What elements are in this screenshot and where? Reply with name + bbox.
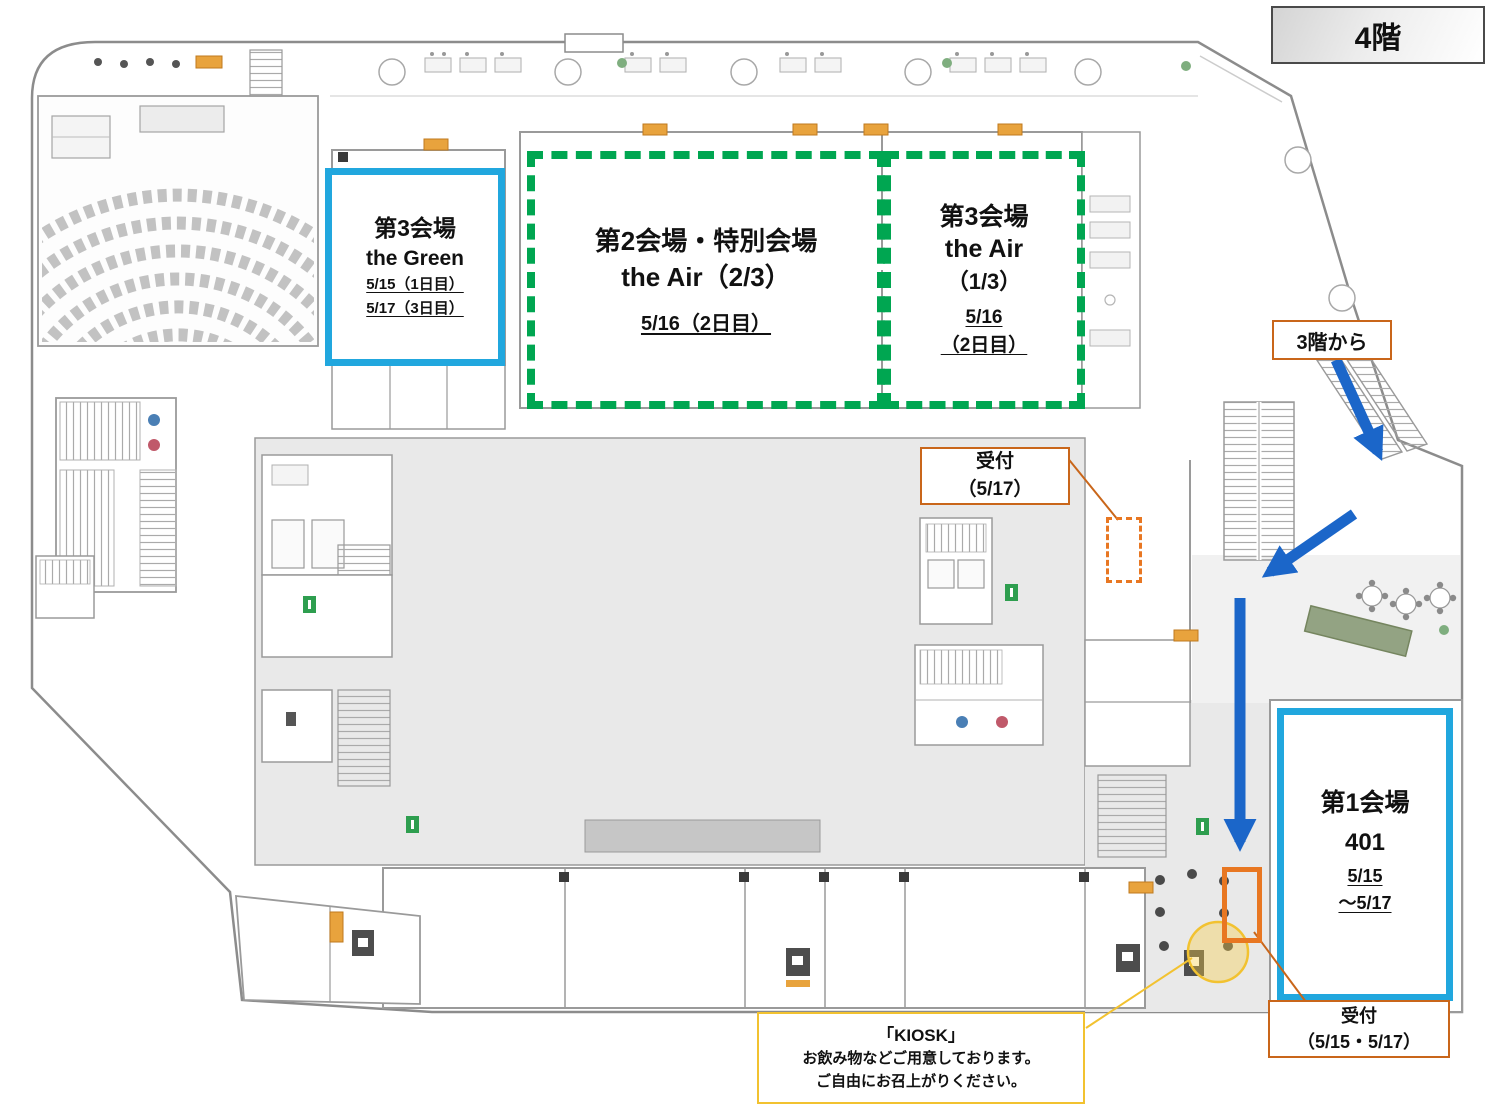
kiosk-title: 「KIOSK」 (877, 1025, 965, 1045)
venue-air-sub-day: （2日目） (940, 334, 1028, 356)
venue-green-hall: the Green (365, 247, 465, 270)
kiosk-line1: お飲み物などご用意しております。 (802, 1050, 1040, 1068)
venue-green-box: 第3会場 the Green 5/15（1日目） 5/17（3日目） (325, 168, 505, 366)
venue-air-sub-hall: the Air (944, 235, 1024, 264)
venue-air-sub-name: 第3会場 (939, 202, 1029, 231)
reception-515-dates: （5/15・5/17） (1296, 1032, 1422, 1052)
venue-hall1-room: 401 (1344, 828, 1386, 856)
route-arrow-left (1261, 509, 1358, 578)
venue-air-main-name: 第2会場・特別会場 (594, 226, 818, 257)
central-core (261, 454, 1191, 858)
left-facilities (35, 397, 177, 619)
reception-517-title: 受付 (975, 451, 1014, 473)
venue-green-date1: 5/15（1日目） (366, 276, 464, 294)
venue-hall1-box: 第1会場 401 5/15 〜5/17 (1277, 708, 1453, 1001)
bottom-rooms (235, 867, 1146, 1009)
route-arrow-escalator (1330, 357, 1384, 462)
venue-air-sub-part: （1/3） (946, 268, 1022, 294)
venue-air-main-hall: the Air（2/3） (621, 261, 791, 292)
floor-badge-label: 4階 (1354, 22, 1402, 55)
reception-515-title: 受付 (1341, 1005, 1377, 1026)
venue-air-main-box: 第2会場・特別会場 the Air（2/3） 5/16（2日目） (527, 151, 885, 409)
kiosk-callout-line (1085, 957, 1193, 1029)
venue-green-name: 第3会場 (374, 215, 456, 242)
venue-hall1-date-to: 〜5/17 (1338, 893, 1392, 914)
top-corridor-fixtures (205, 52, 1198, 97)
floor-badge: 4階 (1271, 6, 1485, 64)
reception-517-label: 受付 （5/17） (920, 447, 1070, 505)
reception517-callout-line (1065, 455, 1119, 521)
reception-515-marker (1222, 867, 1262, 943)
venue-air-sub-date: 5/16 (965, 307, 1003, 329)
kiosk-note: 「KIOSK」 お飲み物などご用意しております。 ご自由にお召上がりください。 (757, 1012, 1085, 1104)
venue-hall1-name: 第1会場 (1320, 789, 1410, 817)
venue-hall1-date-from: 5/15 (1347, 866, 1383, 887)
venue-green-date2: 5/17（3日目） (366, 299, 464, 317)
reception-515-517-label: 受付 （5/15・5/17） (1268, 1000, 1450, 1058)
reception-517-dates: （5/17） (957, 479, 1033, 500)
reception-517-marker (1106, 517, 1142, 583)
venue-air-sub-box: 第3会場 the Air （1/3） 5/16 （2日目） (883, 151, 1085, 409)
kiosk-line2: ご自由にお召上がりください。 (815, 1072, 1026, 1090)
from-3f-text: 3階から (1296, 331, 1368, 354)
lounge-tables (1355, 579, 1457, 635)
from-3f-label: 3階から (1272, 320, 1392, 360)
venue-air-main-date: 5/16（2日目） (640, 312, 772, 335)
